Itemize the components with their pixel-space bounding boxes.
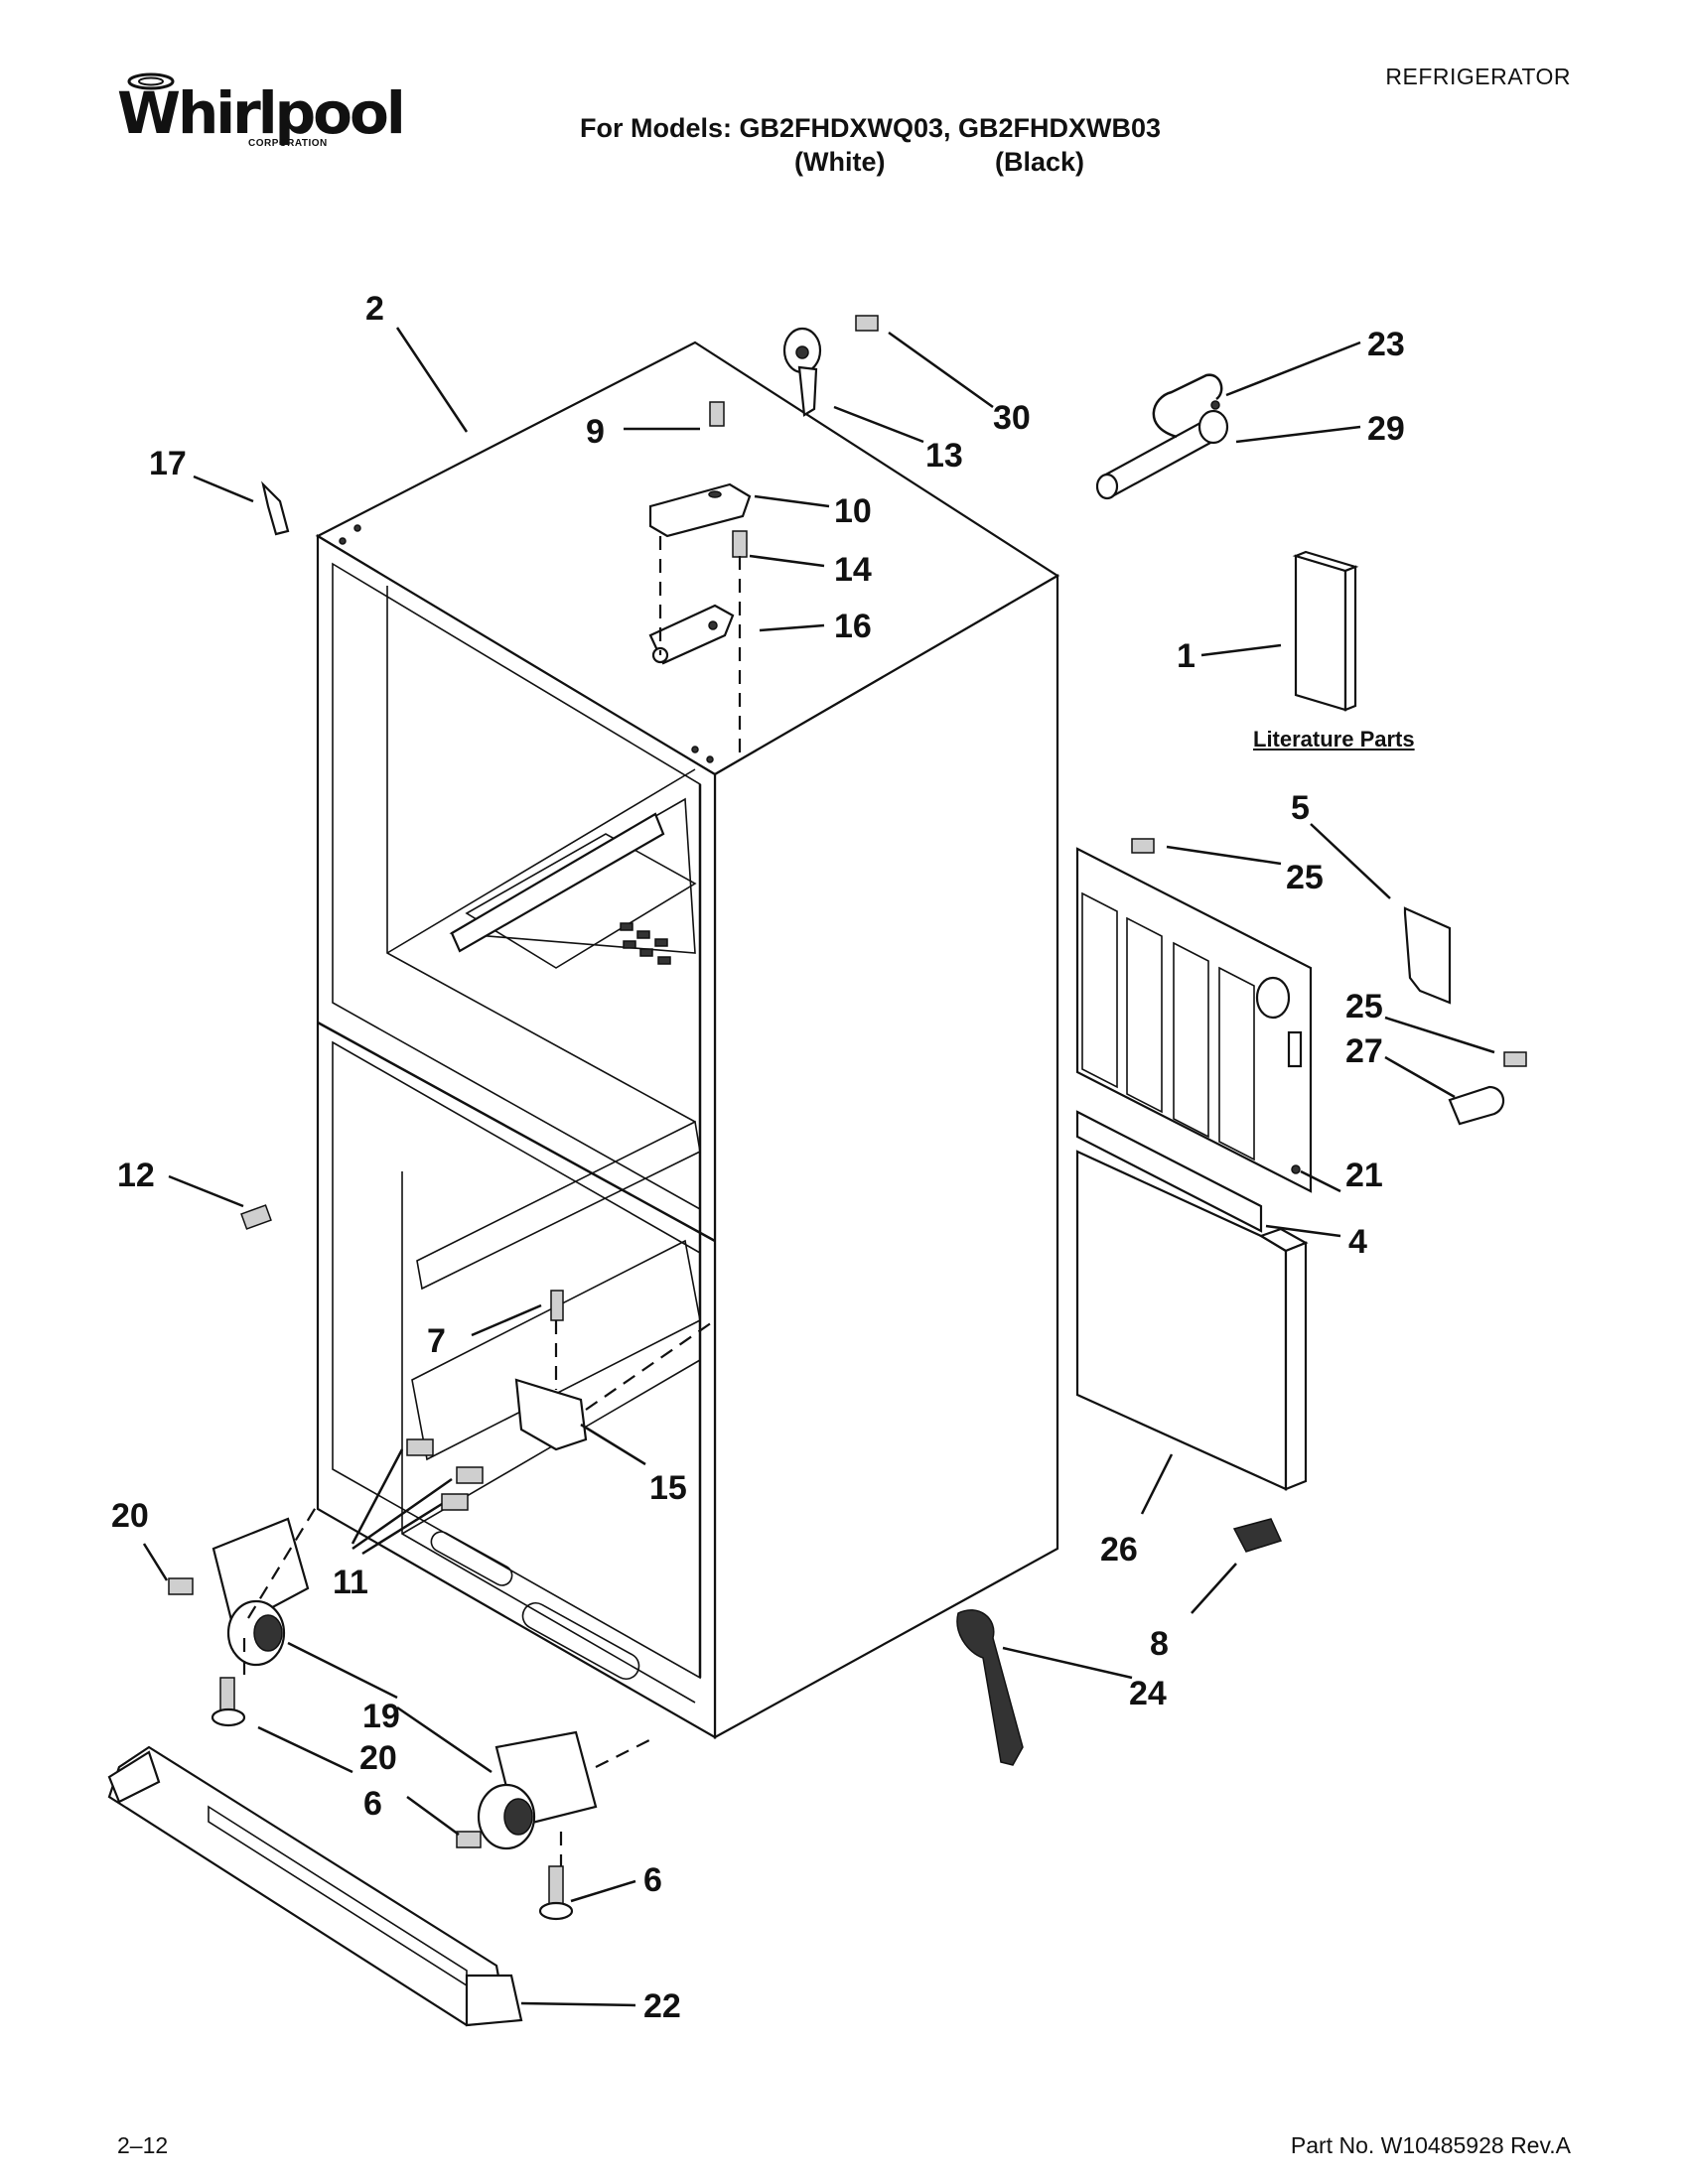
- literature-parts-label: Literature Parts: [1253, 727, 1415, 751]
- cabinet-drawing: [315, 341, 1060, 1739]
- whirlpool-logo: [111, 69, 379, 159]
- part-4-strip: [1075, 1110, 1263, 1233]
- part-8-clip: [1232, 1518, 1283, 1553]
- floor-vent: [620, 922, 671, 965]
- screws: [168, 1204, 484, 1848]
- callout-2: 2: [365, 290, 384, 328]
- callout-7: 7: [427, 1322, 446, 1360]
- callout-17: 17: [149, 445, 187, 482]
- callout-26: 26: [1100, 1531, 1138, 1569]
- callout-20b: 20: [359, 1739, 397, 1777]
- part-27-clamp: [1131, 838, 1527, 1126]
- part-19-rollers: [211, 1517, 598, 1850]
- callout-25b: 25: [1345, 988, 1383, 1025]
- part-1-literature-booklet: [1294, 554, 1347, 712]
- callout-6a: 6: [363, 1785, 382, 1823]
- callout-13: 13: [925, 437, 963, 475]
- callout-22: 22: [643, 1987, 681, 2025]
- callout-4: 4: [1348, 1223, 1367, 1261]
- part-17-gasket-strip: [261, 480, 290, 536]
- callout-21: 21: [1345, 1157, 1383, 1194]
- callout-6b: 6: [643, 1861, 662, 1899]
- callout-23: 23: [1367, 326, 1405, 363]
- callout-15: 15: [649, 1469, 687, 1507]
- upper-hinge-assembly: [648, 401, 752, 665]
- part-7-15-bracket: [514, 1290, 588, 1451]
- part-6-leveling-legs: [211, 1677, 574, 1921]
- callout-8: 8: [1150, 1625, 1169, 1663]
- callout-11: 11: [333, 1564, 368, 1601]
- brand-name: Whirlpool: [117, 79, 406, 147]
- callout-24: 24: [1129, 1675, 1167, 1712]
- callout-25a: 25: [1286, 859, 1324, 896]
- callout-16: 16: [834, 608, 872, 645]
- callout-10: 10: [834, 492, 872, 530]
- logo-swirl-icon: [127, 72, 175, 90]
- part-23-29-water-line: [1095, 373, 1229, 500]
- part-5-bracket: [1403, 906, 1452, 1005]
- part-26-base-panel: [1075, 1150, 1309, 1491]
- callout-12: 12: [117, 1157, 155, 1194]
- part-number: Part No. W10485928 Rev.A: [1290, 2132, 1571, 2158]
- callout-27: 27: [1345, 1032, 1383, 1070]
- color-black: (Black): [995, 147, 1085, 177]
- part-22-base-grille: [107, 1745, 523, 2027]
- callout-5: 5: [1291, 789, 1310, 827]
- color-white: (White): [794, 147, 886, 177]
- callout-19: 19: [362, 1698, 400, 1735]
- part-21-rear-grille-panel: [1075, 847, 1313, 1193]
- callout-30: 30: [993, 399, 1031, 437]
- callout-29: 29: [1367, 410, 1405, 448]
- page-number: 2–12: [117, 2132, 169, 2158]
- part-13-cord-clip: [782, 315, 879, 417]
- leader-arrows: [142, 327, 1495, 2007]
- callout-20a: 20: [111, 1497, 149, 1535]
- brand-corporation: CORPORATION: [248, 138, 328, 149]
- part-24-wrench: [956, 1609, 1024, 1766]
- models-line: For Models: GB2FHDXWQ03, GB2FHDXWB03: [580, 113, 1162, 143]
- document-type: REFRIGERATOR: [1385, 64, 1571, 89]
- callout-9: 9: [586, 413, 605, 451]
- callout-1: 1: [1177, 637, 1196, 675]
- callout-14: 14: [834, 551, 872, 589]
